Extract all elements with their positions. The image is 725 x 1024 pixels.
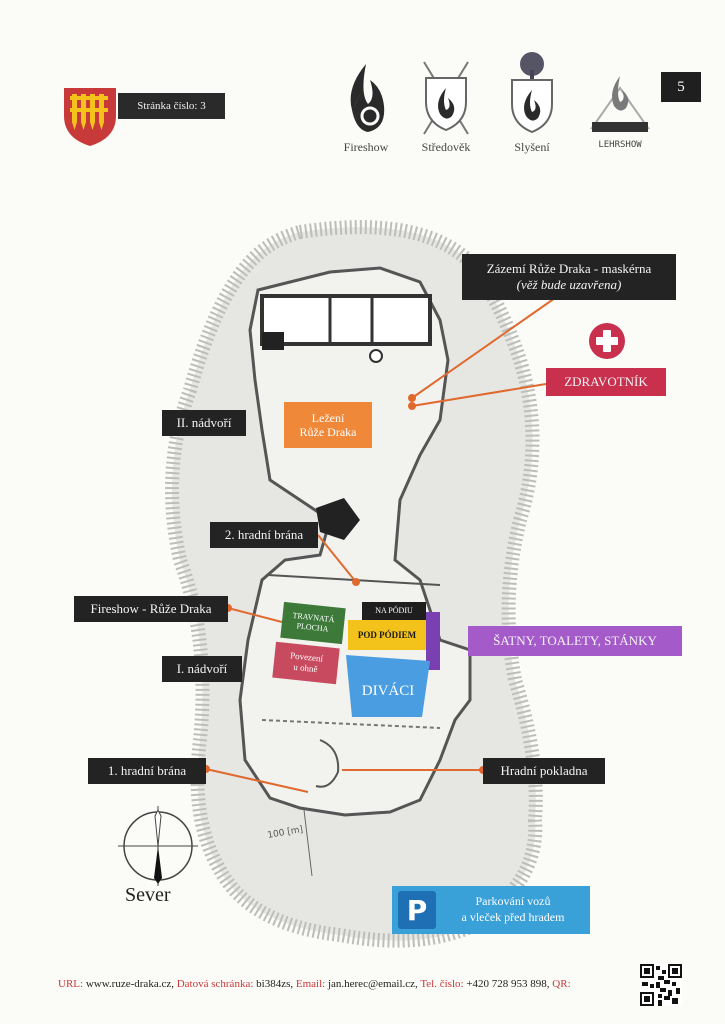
fireshow-flame-icon [350, 64, 385, 132]
footer-tel-key: Tel. číslo: [420, 978, 464, 990]
footer-email-key: Email: [295, 978, 326, 990]
label-brana-1: 1. hradní brána [88, 758, 206, 784]
label-pokladna: Hradní pokladna [483, 758, 605, 784]
logo-stredovek: Středověk [414, 58, 478, 158]
footer-ds: bi384zs, [253, 978, 296, 990]
label-brana-2: 2. hradní brána [210, 522, 318, 548]
second-gate-block [316, 498, 360, 540]
footer-tel: +420 728 953 898, [463, 978, 553, 990]
zone-lezeni-line2: Růže Draka [299, 425, 357, 439]
parking-line2: a vleček před hradem [461, 910, 565, 924]
zone-lezeni-line1: Ležení [311, 410, 345, 425]
label-zazemi-note: (věž bude uzavřena) [516, 277, 622, 292]
compass-label: Sever [125, 884, 171, 906]
qr-code-icon[interactable] [640, 964, 682, 1006]
palace-block [260, 294, 432, 346]
label-satny: ŠATNY, TOALETY, STÁNKY [468, 626, 682, 656]
footer-qr-key: QR: [552, 978, 571, 990]
logo-label-slyseni: Slyšení [514, 140, 550, 154]
footer-url[interactable]: www.ruze-draka.cz, [83, 978, 177, 990]
zone-povezeni-line2: u ohně [292, 661, 319, 675]
parking-info: P Parkování vozů a vleček před hradem [392, 886, 590, 934]
zone-povezeni: Povezení u ohně [272, 641, 340, 685]
logo-fireshow: Fireshow [334, 58, 398, 158]
zone-lezeni: Ležení Růže Draka [284, 402, 372, 448]
zone-pod-podiem: POD PÓDIEM [348, 620, 426, 650]
page-number: 5 [661, 72, 701, 102]
lehrshow-tent-icon [590, 76, 650, 132]
label-fireshow: Fireshow - Růže Draka [74, 596, 228, 622]
logo-label-stredovek: Středověk [421, 140, 471, 154]
logo-label-fireshow: Fireshow [343, 140, 389, 154]
footer-contact: URL: www.ruze-draka.cz, Datová schránka:… [58, 978, 571, 990]
zone-na-podiu: NA PÓDIU [362, 602, 426, 620]
label-zazemi: Zázemí Růže Draka - maskérna (věž bude u… [462, 254, 676, 300]
footer-url-key: URL: [58, 978, 84, 990]
parking-icon: P [398, 891, 436, 929]
label-zdravotnik: ZDRAVOTNÍK [546, 368, 666, 396]
footer-ds-key: Datová schránka: [176, 978, 254, 990]
slyseni-tree-shield-icon [511, 52, 553, 134]
first-aid-icon [589, 323, 625, 359]
zone-divaci: DIVÁCI [346, 655, 430, 717]
label-zazemi-title: Zázemí Růže Draka - maskérna [486, 260, 652, 276]
compass-icon [118, 806, 198, 886]
crest-icon [64, 88, 116, 146]
parking-line1: Parkování vozů [475, 894, 551, 909]
label-nadvori-2: II. nádvoří [162, 410, 246, 436]
stredovek-shield-icon [423, 61, 469, 135]
footer-email[interactable]: jan.herec@email.cz, [325, 978, 421, 990]
zone-travnata: TRAVNATÁ PLOCHA [280, 601, 346, 645]
logo-slyseni: Slyšení [500, 50, 564, 154]
logo-lehrshow: LEHRSHOW [588, 58, 652, 158]
label-nadvori-1: I. nádvoří [162, 656, 242, 682]
zone-satny-bar [426, 612, 440, 670]
logo-label-lehrshow: LEHRSHOW [598, 140, 642, 150]
page-label: Stránka číslo: 3 [118, 93, 225, 119]
zone-divaci-label: DIVÁCI [362, 682, 415, 699]
